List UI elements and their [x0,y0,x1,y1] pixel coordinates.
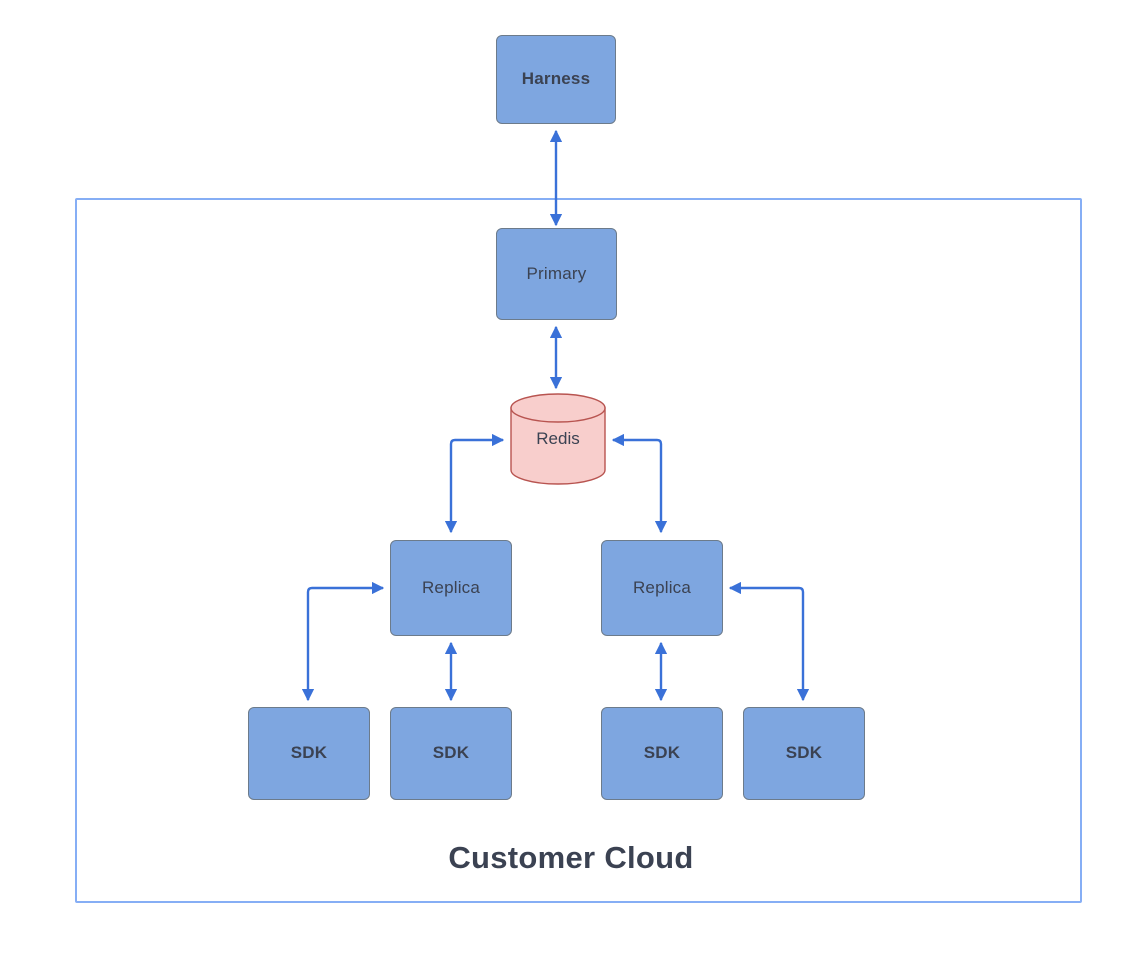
node-replica-left-label: Replica [421,577,481,597]
node-sdk-4[interactable]: SDK [743,707,865,800]
node-sdk-1[interactable]: SDK [248,707,370,800]
node-sdk-3-label: SDK [643,743,681,763]
customer-cloud-title: Customer Cloud [448,840,694,875]
node-sdk-2-label: SDK [432,743,470,763]
node-replica-left[interactable]: Replica [390,540,512,636]
node-redis-datastore[interactable]: Redis [510,393,606,485]
node-sdk-2[interactable]: SDK [390,707,512,800]
node-replica-right[interactable]: Replica [601,540,723,636]
node-primary[interactable]: Primary [496,228,617,320]
node-replica-right-label: Replica [632,577,692,597]
node-primary-label: Primary [526,263,587,283]
cylinder-shape [510,393,606,485]
node-harness-label: Harness [521,69,591,89]
node-redis-label: Redis [536,429,580,448]
customer-cloud-container [75,198,1082,903]
node-harness[interactable]: Harness [496,35,616,124]
node-sdk-3[interactable]: SDK [601,707,723,800]
node-sdk-1-label: SDK [290,743,328,763]
node-sdk-4-label: SDK [785,743,823,763]
